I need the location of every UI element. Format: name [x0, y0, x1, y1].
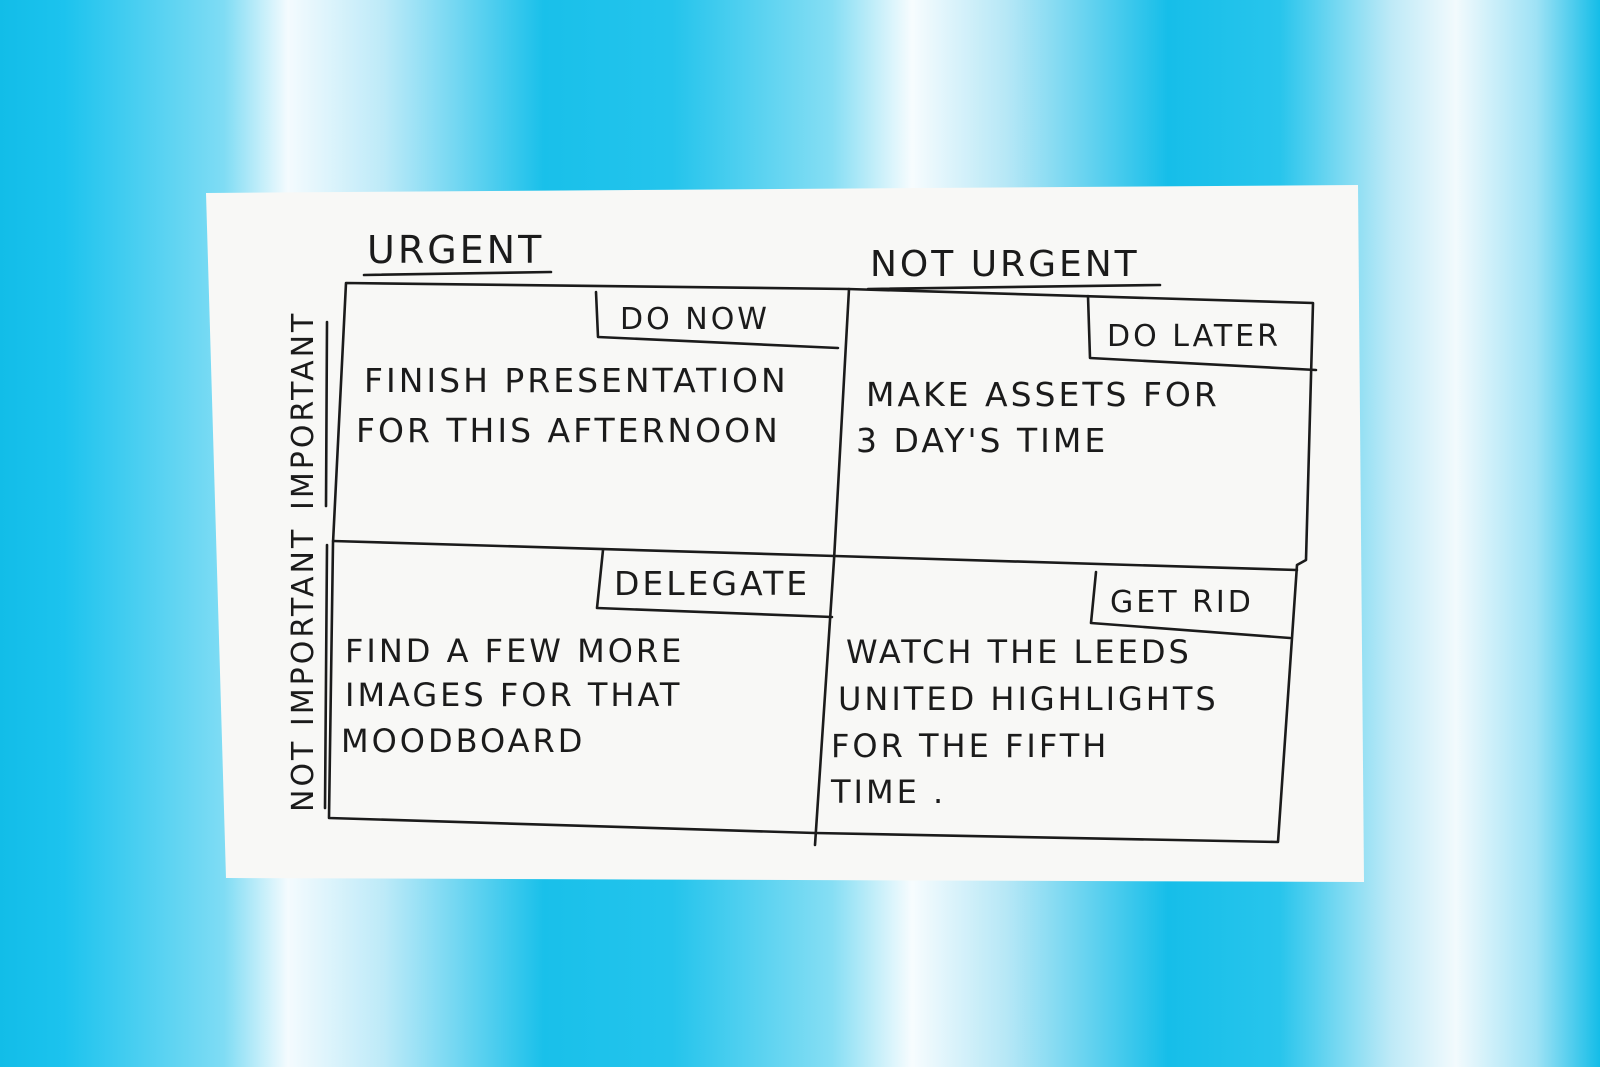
grid-vertical-divider [813, 287, 851, 847]
label-box-do-now [594, 290, 840, 350]
q1-line-2: FOR THIS AFTERNOON [356, 411, 781, 450]
label-do-later: DO LATER [1107, 319, 1281, 354]
grid-outer-frame [327, 281, 1315, 844]
label-box-delegate [595, 548, 834, 619]
grid-horizontal-divider [331, 539, 1299, 572]
row-bar-important [324, 320, 329, 508]
row-bar-not-important [323, 543, 329, 810]
q4-line-1: WATCH THE LEEDS [846, 633, 1192, 671]
q3-line-2: IMAGES FOR THAT [345, 676, 682, 714]
row-heading-important: IMPORTANT [286, 311, 321, 510]
label-get-rid: GET RID [1110, 585, 1254, 620]
q3-line-3: MOODBOARD [341, 722, 585, 760]
row-heading-not-important: NOT IMPORTANT [286, 527, 321, 812]
q1-line-1: FINISH PRESENTATION [364, 361, 789, 400]
label-box-get-rid [1089, 570, 1292, 640]
paper-card [206, 185, 1364, 882]
q4-line-3: FOR THE FIFTH [831, 727, 1109, 765]
label-box-do-later [1086, 294, 1318, 372]
label-delegate: DELEGATE [614, 564, 810, 603]
label-do-now: DO NOW [620, 302, 770, 337]
column-heading-not-urgent: NOT URGENT [870, 244, 1140, 285]
q2-line-1: MAKE ASSETS FOR [866, 375, 1220, 414]
underline-not-urgent [866, 283, 1162, 291]
q4-line-2: UNITED HIGHLIGHTS [838, 680, 1219, 718]
q2-line-2: 3 DAY'S TIME [856, 421, 1108, 460]
q3-line-1: FIND A FEW MORE [345, 632, 684, 670]
column-heading-urgent: URGENT [367, 228, 544, 272]
underline-urgent [362, 270, 553, 277]
q4-line-4: TIME . [830, 773, 946, 811]
